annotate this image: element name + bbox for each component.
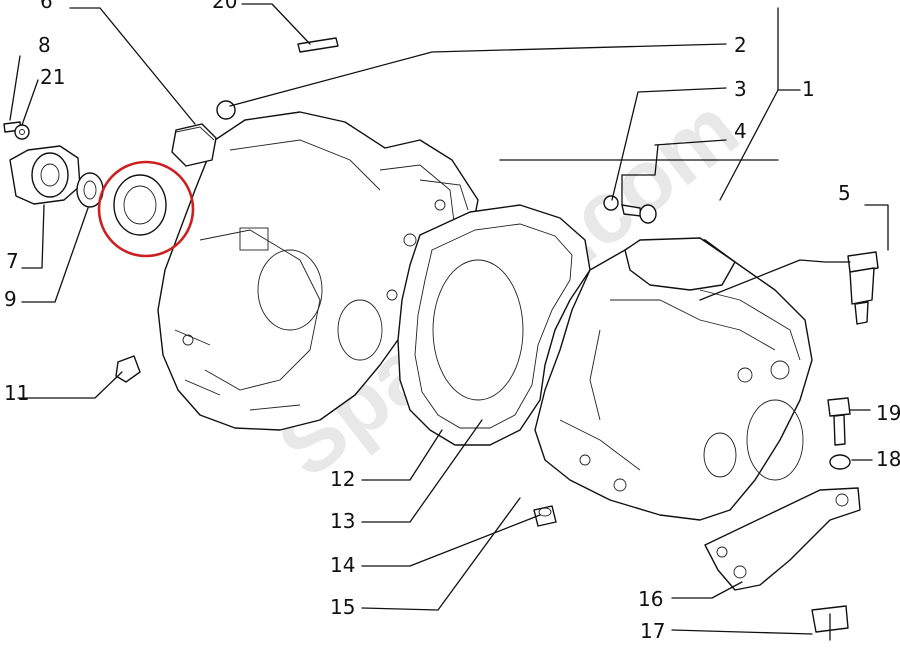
callout-4: 4 <box>734 119 747 143</box>
bolt-19 <box>827 397 851 446</box>
sensor <box>847 251 879 325</box>
callout-14: 14 <box>330 553 355 577</box>
oil-seal <box>76 172 104 208</box>
callout-12: 12 <box>330 467 355 491</box>
callout-1: 1 <box>802 77 815 101</box>
nut-18 <box>829 454 851 470</box>
callout-9: 9 <box>4 287 17 311</box>
clutch-housing <box>157 111 479 431</box>
callout-21: 21 <box>40 65 65 89</box>
bolt-4 <box>621 204 657 224</box>
pin <box>297 37 339 53</box>
leader-lines <box>9 3 889 641</box>
callout-6: 6 <box>40 0 53 13</box>
callout-3: 3 <box>734 77 747 101</box>
callout-7: 7 <box>6 249 19 273</box>
plug <box>216 100 236 120</box>
callout-13: 13 <box>330 509 355 533</box>
washer-3 <box>603 195 619 211</box>
mounting-bracket <box>704 487 861 591</box>
callout-2: 2 <box>734 33 747 57</box>
bush <box>533 505 557 527</box>
cap <box>115 355 141 383</box>
callout-5: 5 <box>838 181 851 205</box>
callout-15: 15 <box>330 595 355 619</box>
callout-8: 8 <box>38 33 51 57</box>
bearing-guide-sleeve <box>9 145 81 205</box>
gearbox-case <box>534 237 813 521</box>
callout-numbers: 20 6 8 21 7 9 11 2 1 3 4 5 19 18 12 13 1… <box>4 0 900 643</box>
highlight-circle <box>97 160 195 258</box>
callout-20: 20 <box>212 0 237 13</box>
washer <box>14 124 30 140</box>
callout-17: 17 <box>640 619 665 643</box>
seal-ring-9 <box>113 174 167 236</box>
housing-gasket <box>397 204 591 446</box>
callout-18: 18 <box>876 447 900 471</box>
callout-16: 16 <box>638 587 663 611</box>
callout-11: 11 <box>4 381 29 405</box>
callout-19: 19 <box>876 401 900 425</box>
rubber-pad <box>171 123 217 167</box>
